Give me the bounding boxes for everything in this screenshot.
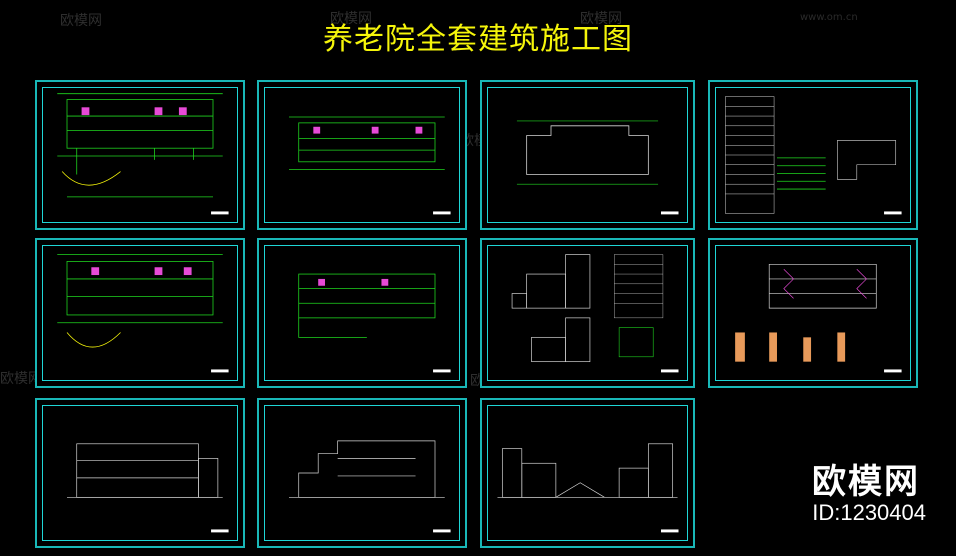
table-drawing — [725, 96, 902, 215]
floor-plan-drawing — [289, 116, 451, 215]
elevation-drawing — [497, 443, 679, 533]
drawing-sheet-elevation-details-1[interactable] — [480, 238, 695, 388]
watermark: 欧模网 — [0, 371, 42, 387]
watermark: 欧模网 — [60, 13, 102, 29]
brand-id: ID:1230404 — [812, 500, 926, 525]
page-title: 养老院全套建筑施工图 — [323, 22, 633, 57]
drawing-sheet-elevation-2[interactable] — [257, 398, 467, 548]
drawing-sheet-door-window-table[interactable] — [708, 80, 918, 230]
drawing-sheet-elevation-1[interactable] — [35, 398, 245, 548]
roof-plan-drawing — [516, 120, 679, 215]
watermark-url: www.om.cn — [800, 12, 858, 23]
floor-plan-drawing — [298, 273, 451, 373]
drawing-sheet-roof-plan[interactable] — [480, 80, 695, 230]
watermark: 欧模网 — [580, 11, 622, 27]
brand-logo-text: 欧模网 — [812, 462, 920, 502]
drawing-sheet-floor-plan-3[interactable] — [35, 238, 245, 388]
watermark: 欧模网 — [330, 11, 372, 27]
drawing-sheet-floor-plan-1[interactable] — [35, 80, 245, 230]
drawing-sheet-floor-plan-4[interactable] — [257, 238, 467, 388]
elevation-drawing — [289, 440, 451, 533]
floor-plan-drawing — [57, 93, 229, 215]
drawing-sheet-floor-plan-2[interactable] — [257, 80, 467, 230]
drawing-sheet-elevation-3[interactable] — [480, 398, 695, 548]
floor-plan-drawing — [57, 254, 229, 373]
elevation-drawing — [67, 443, 229, 533]
elevation-drawing — [735, 263, 902, 373]
drawing-sheet-elevation-details-2[interactable] — [708, 238, 918, 388]
elevation-drawing — [511, 254, 679, 373]
